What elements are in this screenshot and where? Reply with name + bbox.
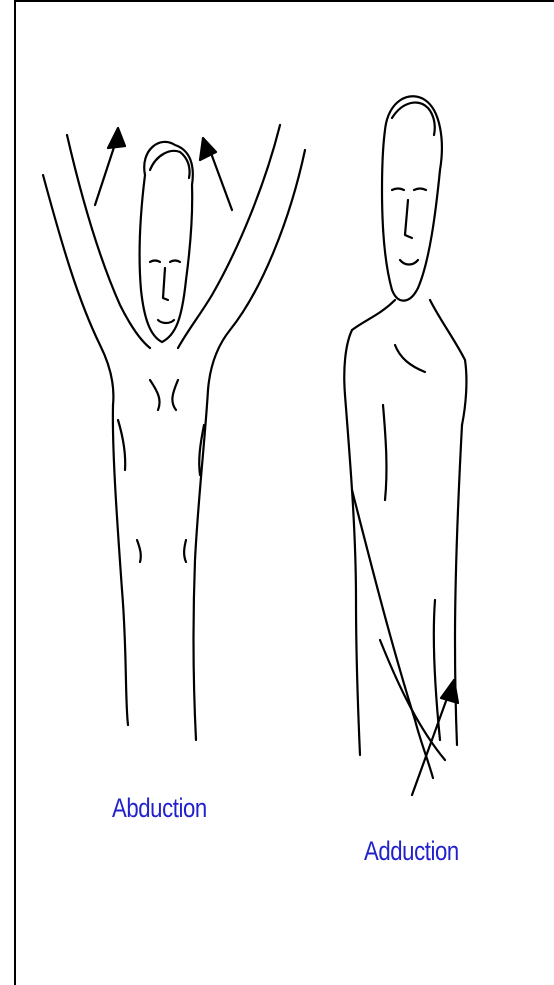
adduction-mouth: [400, 260, 418, 265]
abduction-rib-left: [118, 420, 125, 470]
adduction-arrow-head: [441, 680, 458, 703]
abduction-right-eye: [170, 261, 180, 263]
abduction-head: [140, 142, 193, 342]
abduction-right-arm-inner: [178, 125, 280, 348]
adduction-shoulder-right: [430, 300, 466, 425]
caption-adduction: Adduction: [364, 836, 459, 867]
abduction-figure: [43, 125, 305, 740]
adduction-right-eye: [414, 189, 426, 191]
adduction-nose: [405, 200, 412, 238]
adduction-figure: [344, 96, 466, 795]
abduction-arrow-left-head: [108, 128, 125, 148]
adduction-arm-left: [352, 490, 433, 778]
abduction-arrows: [95, 128, 232, 210]
adduction-arrow-shaft: [412, 690, 450, 795]
abduction-hip-right: [184, 540, 186, 562]
abduction-nose: [163, 268, 168, 300]
abduction-hip-left: [137, 540, 141, 562]
caption-abduction: Abduction: [112, 793, 207, 824]
abduction-clavicle-left: [150, 380, 160, 410]
adduction-shoulder-left: [344, 300, 395, 395]
abduction-left-arm-outer: [43, 175, 113, 405]
adduction-center-line: [383, 405, 386, 500]
adduction-hair: [392, 103, 435, 135]
abduction-left-eye: [150, 261, 160, 263]
abduction-hair: [150, 151, 190, 178]
abduction-arrow-right-head: [200, 138, 216, 160]
adduction-head: [382, 96, 442, 300]
adduction-torso-left: [345, 395, 360, 755]
abduction-clavicle-right: [172, 380, 178, 410]
adduction-collar: [395, 345, 425, 372]
adduction-left-eye: [392, 189, 404, 191]
abduction-mouth: [158, 320, 174, 323]
